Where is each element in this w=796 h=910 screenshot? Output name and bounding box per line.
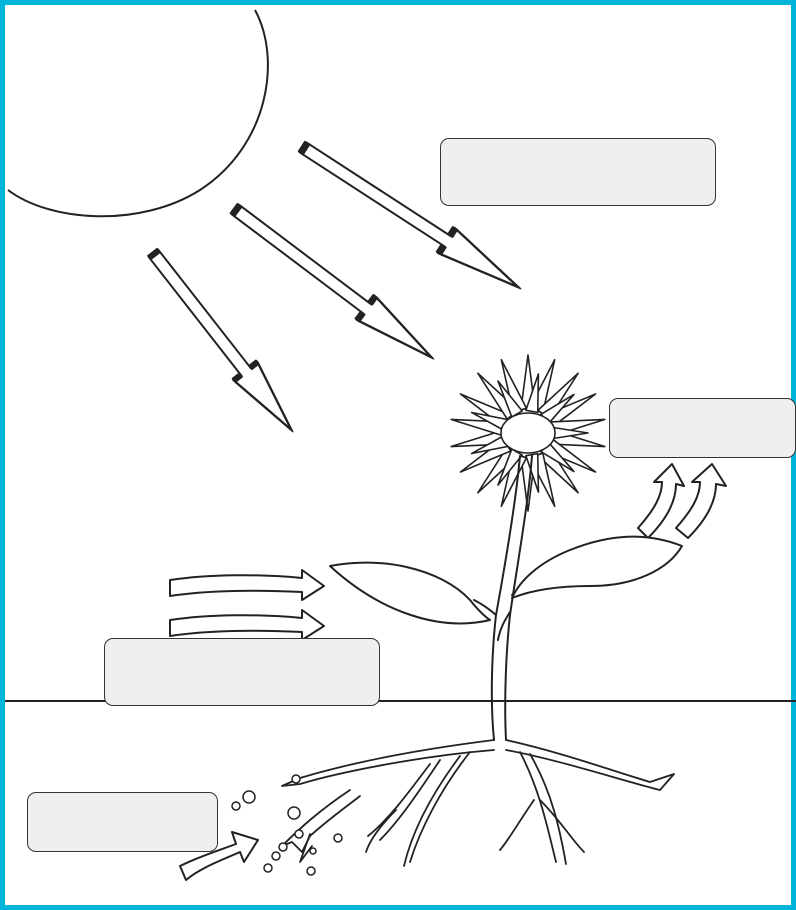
roots: [282, 740, 674, 866]
co2-arrow-2: [170, 610, 324, 640]
label-box-carbon-dioxide[interactable]: [104, 638, 380, 706]
leaf-left: [330, 563, 490, 624]
leaf-right: [512, 537, 682, 598]
co2-arrow-1: [170, 570, 324, 600]
label-box-oxygen[interactable]: [609, 398, 796, 458]
flower-center: [501, 413, 555, 453]
sunray-arrow-3: [142, 245, 303, 439]
oxygen-arrow-2: [676, 464, 726, 538]
sun: [8, 10, 268, 216]
water-droplets: [232, 775, 342, 875]
label-box-water[interactable]: [27, 792, 218, 852]
label-box-sunlight[interactable]: [440, 138, 716, 206]
